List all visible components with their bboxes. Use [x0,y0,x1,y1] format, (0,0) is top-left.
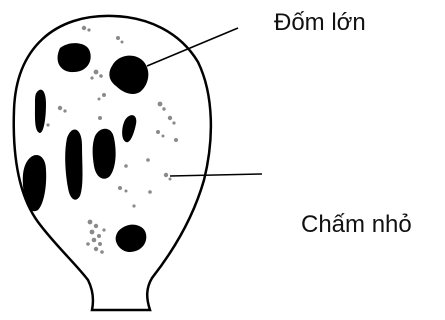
small-dot [156,130,160,134]
small-dot [86,242,90,246]
small-dot [116,36,120,40]
small-dot [169,178,172,181]
large-spot [93,129,116,179]
small-dot [132,204,135,207]
small-dot [174,138,178,142]
small-dot [90,76,93,79]
small-dot [146,158,150,162]
small-dot [158,102,163,107]
small-dot [99,74,103,78]
small-dot [162,135,165,138]
small-dot [121,41,124,44]
large-spot [58,43,91,72]
small-dots-label: Chấm nhỏ [301,213,412,237]
small-dot [100,250,104,254]
small-dot [102,93,106,97]
small-dot [162,107,165,110]
small-dot [94,247,98,251]
small-dot [118,186,122,190]
small-dot [97,234,101,238]
small-dot [58,106,62,110]
small-dot [125,190,128,193]
small-dot [148,190,152,194]
small-dot [98,98,101,101]
small-dot [94,224,98,228]
small-dot [92,238,97,243]
large-spots-label: Đốm lớn [274,11,366,35]
small-dot [88,220,93,225]
small-dot [46,123,49,126]
small-dot [98,242,102,246]
small-dot [102,228,105,231]
small-dot [168,116,172,120]
small-dot [94,70,99,75]
small-dot [172,121,175,124]
small-dot [90,230,95,235]
small-dot [164,173,168,177]
small-dot [82,26,86,30]
small-dot [98,116,102,120]
small-dot [124,164,128,168]
small-dot [63,109,66,112]
small-dot [87,28,90,31]
